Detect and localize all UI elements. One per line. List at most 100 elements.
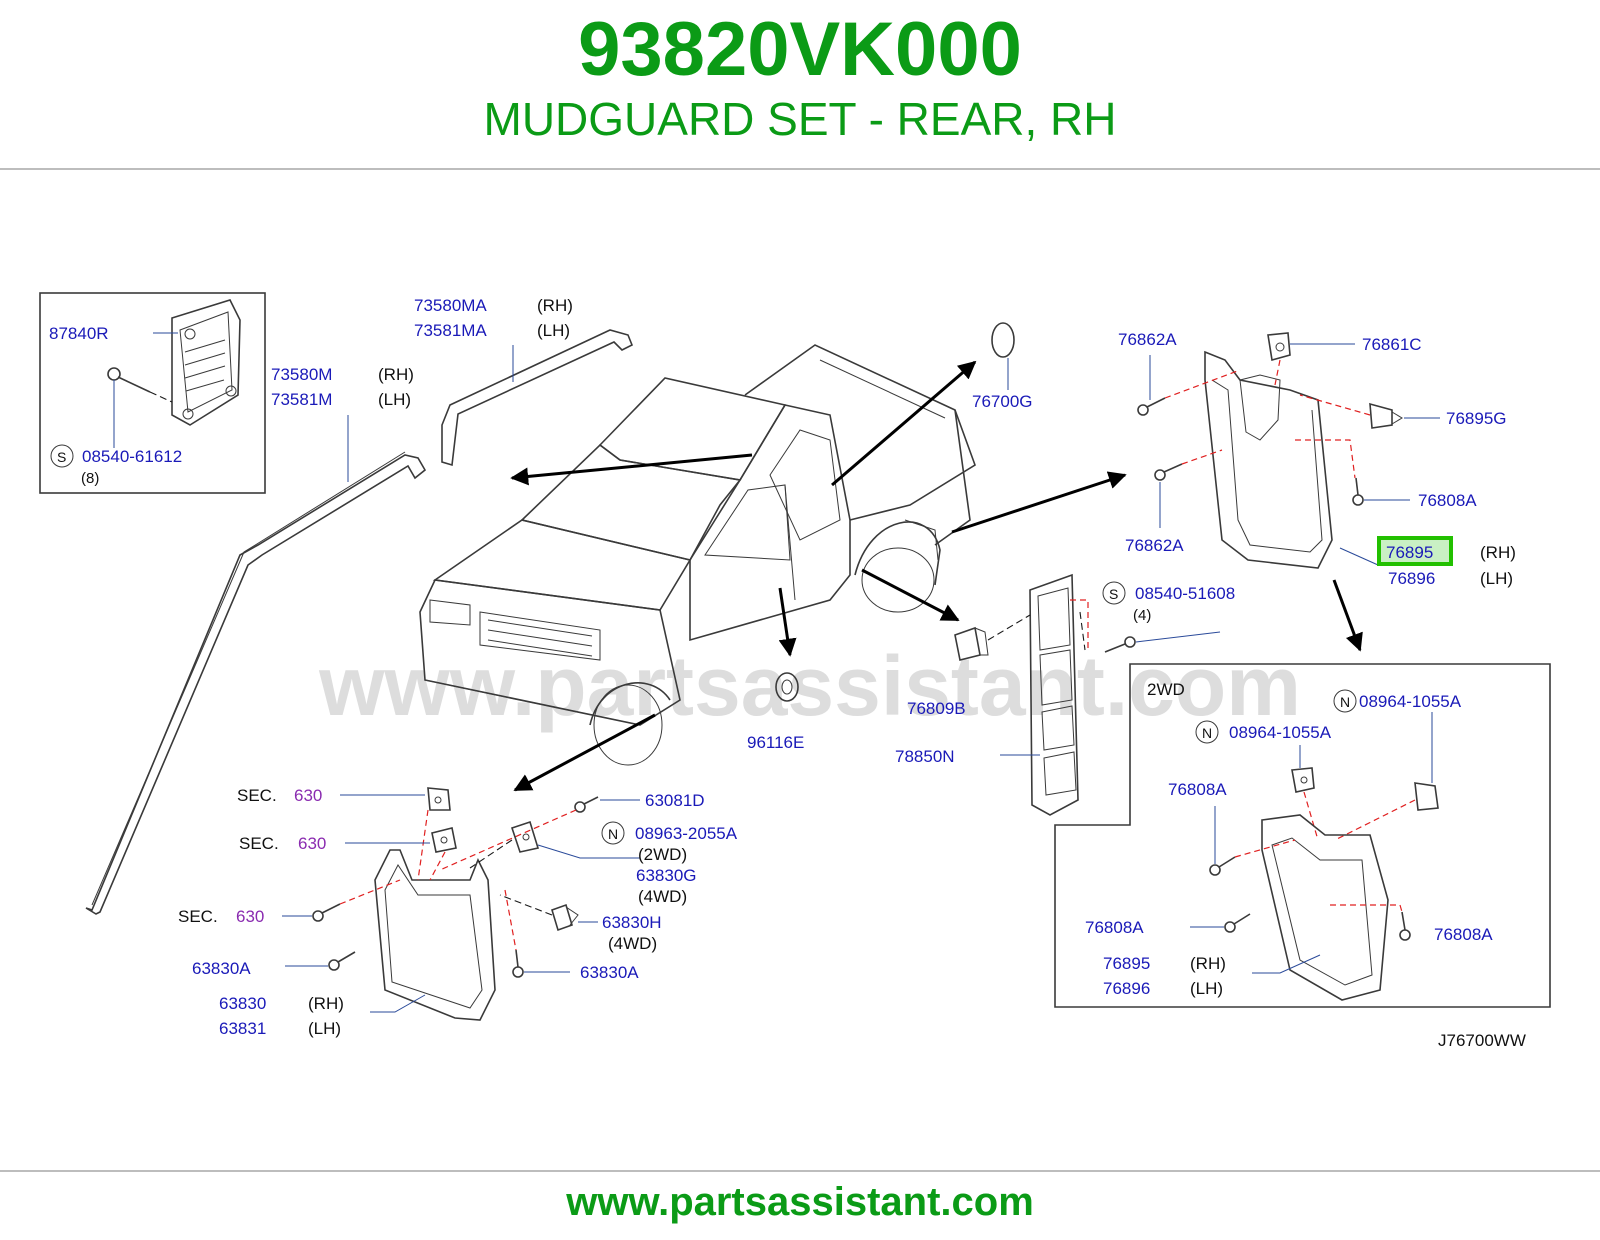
- clip-76809B-drawing: [954, 626, 989, 661]
- bracket-63830G-drawing: [510, 820, 540, 853]
- qty-4: (4): [1133, 607, 1151, 624]
- front-mudguard-63830-drawing: [374, 849, 496, 1021]
- label-76700G[interactable]: 76700G: [972, 392, 1033, 411]
- n-marker-letter-1: N: [608, 826, 618, 842]
- footer-website-link[interactable]: www.partsassistant.com: [566, 1180, 1034, 1224]
- dash-76862A-upper: [1164, 369, 1241, 399]
- sec-630-ref-1[interactable]: 630: [294, 786, 322, 805]
- label-08540-61612[interactable]: 08540-61612: [82, 447, 182, 466]
- leader-inset-76895: [1252, 954, 1321, 974]
- arrow-to-protector: [861, 568, 960, 622]
- label-76862A-lower[interactable]: 76862A: [1125, 536, 1184, 555]
- mud-flap-clip-drawing: [171, 299, 241, 426]
- label-76895-rh: (RH): [1480, 543, 1516, 562]
- inset-2wd-title: 2WD: [1147, 680, 1185, 699]
- label-78850N[interactable]: 78850N: [895, 747, 955, 766]
- s-marker-letter: S: [57, 449, 66, 465]
- clips-sec630-drawing: [427, 787, 457, 853]
- label-73581M[interactable]: 73581M: [271, 390, 332, 409]
- n-marker-letter-3: N: [1202, 725, 1212, 741]
- dash-protector-right: [1079, 611, 1086, 651]
- diagram-code: J76700WW: [1438, 1031, 1526, 1050]
- screw-76862A-lower-drawing: [1154, 469, 1166, 481]
- protector-78850N-drawing: [1029, 573, 1079, 816]
- sec-630-ref-2[interactable]: 630: [298, 834, 326, 853]
- label-inset-76808A-2[interactable]: 76808A: [1085, 918, 1144, 937]
- label-96116E[interactable]: 96116E: [747, 733, 804, 752]
- screw-inset-76808A-3: [1399, 929, 1411, 941]
- inset-box-2wd: [1054, 663, 1551, 1008]
- label-08963-2055A[interactable]: 08963-2055A: [635, 824, 738, 843]
- label-76808A-top[interactable]: 76808A: [1418, 491, 1477, 510]
- label-inset-76896-lh: (LH): [1190, 979, 1223, 998]
- dash-63830H: [499, 894, 553, 916]
- n-marker-icon-1: [601, 821, 625, 845]
- footer-divider: [0, 1170, 1600, 1172]
- sec-label-3: SEC.: [178, 907, 218, 926]
- s-marker-icon: [50, 444, 74, 468]
- label-63081D[interactable]: 63081D: [645, 791, 705, 810]
- part-name-subtitle: MUDGUARD SET - REAR, RH: [483, 93, 1117, 145]
- screw-inset-76808A-2: [1224, 921, 1236, 933]
- dash-76809B: [987, 614, 1031, 641]
- label-76862A-upper[interactable]: 76862A: [1118, 330, 1177, 349]
- s-marker-icon-2: [1102, 581, 1126, 605]
- screw-08540-61612-drawing: [107, 367, 173, 403]
- label-73580M[interactable]: 73580M: [271, 365, 332, 384]
- label-63830A-left[interactable]: 63830A: [192, 959, 251, 978]
- label-76809B[interactable]: 76809B: [907, 699, 966, 718]
- dash-63081D: [439, 809, 577, 871]
- label-inset-76808A-3[interactable]: 76808A: [1434, 925, 1493, 944]
- inset-mudguard-drawing: [1261, 814, 1389, 1001]
- screw-sec630-drawing: [312, 910, 324, 922]
- label-63830H[interactable]: 63830H: [602, 913, 662, 932]
- label-76895G[interactable]: 76895G: [1446, 409, 1507, 428]
- label-08964-1055A-left[interactable]: 08964-1055A: [1229, 723, 1332, 742]
- label-73580M-rh: (RH): [378, 365, 414, 384]
- label-63831[interactable]: 63831: [219, 1019, 266, 1038]
- screw-sec630-shank: [321, 903, 341, 914]
- dash-inset-clips: [1303, 791, 1416, 841]
- sec-label-1: SEC.: [237, 786, 277, 805]
- screw-inset-76808A-1: [1209, 864, 1221, 876]
- label-63831-lh: (LH): [308, 1019, 341, 1038]
- screw-76862A-upper-shank: [1146, 397, 1166, 408]
- label-87840R[interactable]: 87840R: [49, 324, 109, 343]
- screw-63081D-drawing: [574, 801, 586, 813]
- screw-inset-76808A-1-shank: [1218, 856, 1236, 868]
- header-divider: [0, 168, 1600, 170]
- screw-76808A-shank: [1355, 477, 1359, 496]
- label-76896[interactable]: 76896: [1388, 569, 1435, 588]
- label-inset-76896[interactable]: 76896: [1103, 979, 1150, 998]
- screw-76862A-upper-drawing: [1137, 404, 1149, 416]
- label-08964-1055A-right[interactable]: 08964-1055A: [1359, 692, 1462, 711]
- label-76861C[interactable]: 76861C: [1362, 335, 1422, 354]
- label-63830[interactable]: 63830: [219, 994, 266, 1013]
- dash-63830G: [469, 839, 513, 869]
- label-08963-2055A-2wd: (2WD): [638, 845, 687, 864]
- label-76896-lh: (LH): [1480, 569, 1513, 588]
- fuel-lid-76700G-drawing: [991, 322, 1015, 358]
- sec-label-2: SEC.: [239, 834, 279, 853]
- arrow-to-fuel-lid: [831, 360, 977, 487]
- label-73580MA[interactable]: 73580MA: [414, 296, 487, 315]
- label-inset-76808A-1[interactable]: 76808A: [1168, 780, 1227, 799]
- sec-630-ref-3[interactable]: 630: [236, 907, 264, 926]
- clip-63830H-drawing: [551, 903, 579, 932]
- label-inset-76895[interactable]: 76895: [1103, 954, 1150, 973]
- label-08540-51608[interactable]: 08540-51608: [1135, 584, 1235, 603]
- label-inset-76895-rh: (RH): [1190, 954, 1226, 973]
- screw-76862A-lower-shank: [1163, 463, 1183, 473]
- label-63830A-right[interactable]: 63830A: [580, 963, 639, 982]
- screw-inset-76808A-2-shank: [1233, 913, 1251, 925]
- watermark-text: www.partsassistant.com: [318, 639, 1301, 733]
- screw-08540-51608-drawing: [1104, 636, 1136, 653]
- label-73581MA[interactable]: 73581MA: [414, 321, 487, 340]
- label-63830H-4wd: (4WD): [608, 934, 657, 953]
- label-63830G-4wd: (4WD): [638, 887, 687, 906]
- label-76895-highlighted[interactable]: 76895: [1386, 543, 1433, 562]
- label-63830G[interactable]: 63830G: [636, 866, 697, 885]
- arrow-to-rear-mudguard: [951, 471, 1127, 534]
- screw-63830A-left-drawing: [328, 959, 340, 971]
